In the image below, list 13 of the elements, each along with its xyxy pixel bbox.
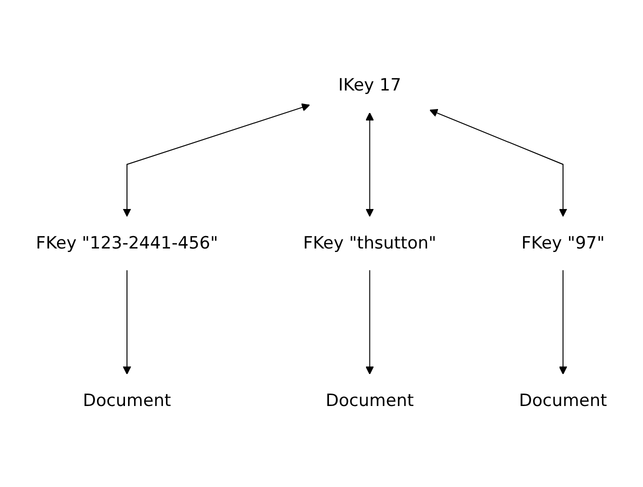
node-text: FKey "thsutton" [303, 234, 436, 254]
node-text: Document [326, 391, 414, 412]
arrow [558, 270, 568, 375]
arrow [122, 104, 310, 217]
arrow [122, 270, 132, 375]
node-text: Document [518, 391, 608, 412]
node-text: IKey 17 [338, 76, 402, 96]
node-text: FKey "123-2441-456" [36, 234, 218, 254]
node-text: FKey "97" [521, 234, 605, 254]
node-text: Document [82, 391, 172, 412]
arrow [429, 109, 568, 217]
arrow [366, 112, 374, 217]
arrow [366, 270, 374, 375]
